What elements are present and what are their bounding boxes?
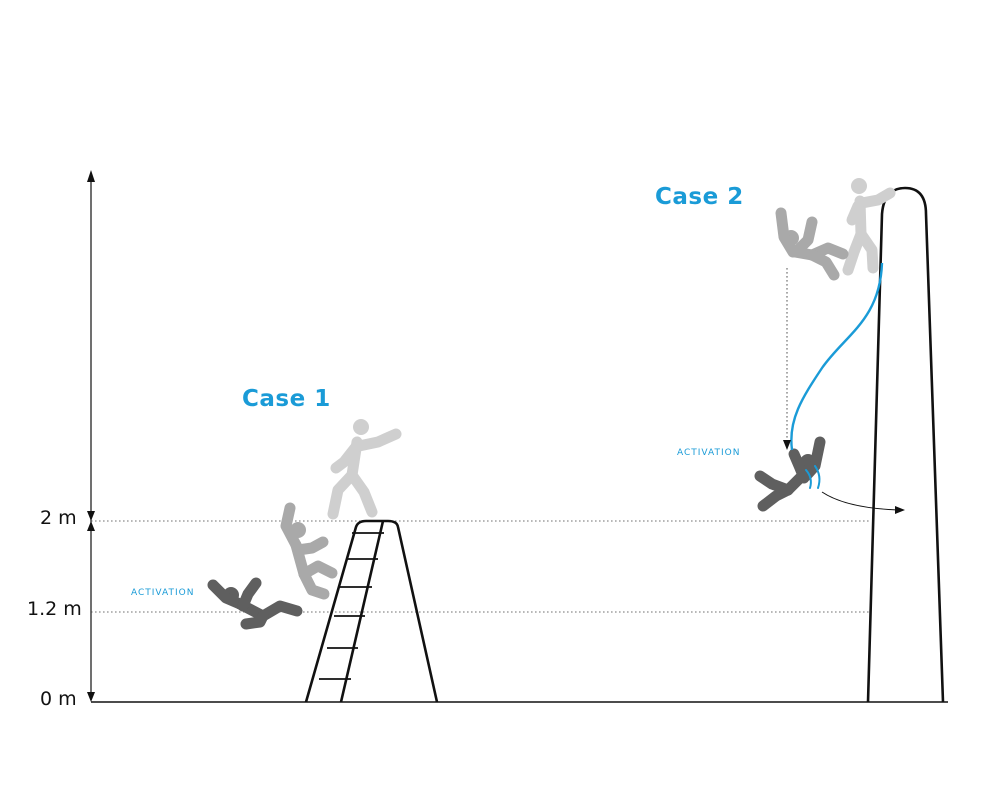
swing-arrow xyxy=(821,491,899,511)
falling-person-icon xyxy=(754,178,896,512)
lanyard-line xyxy=(790,262,884,451)
case2-title: Case 2 xyxy=(655,184,744,210)
height-label-top: 2 m xyxy=(40,507,77,529)
falling-person-icon xyxy=(207,419,402,630)
case1-title: Case 1 xyxy=(242,386,331,412)
height-axis xyxy=(87,170,95,702)
case2-activation-label: ACTIVATION xyxy=(677,448,741,458)
height-label-ground: 0 m xyxy=(40,688,77,710)
step-ladder-icon xyxy=(304,519,439,703)
pole-icon xyxy=(866,186,945,703)
height-label-mid: 1.2 m xyxy=(27,598,82,620)
case1-activation-label: ACTIVATION xyxy=(131,588,195,598)
